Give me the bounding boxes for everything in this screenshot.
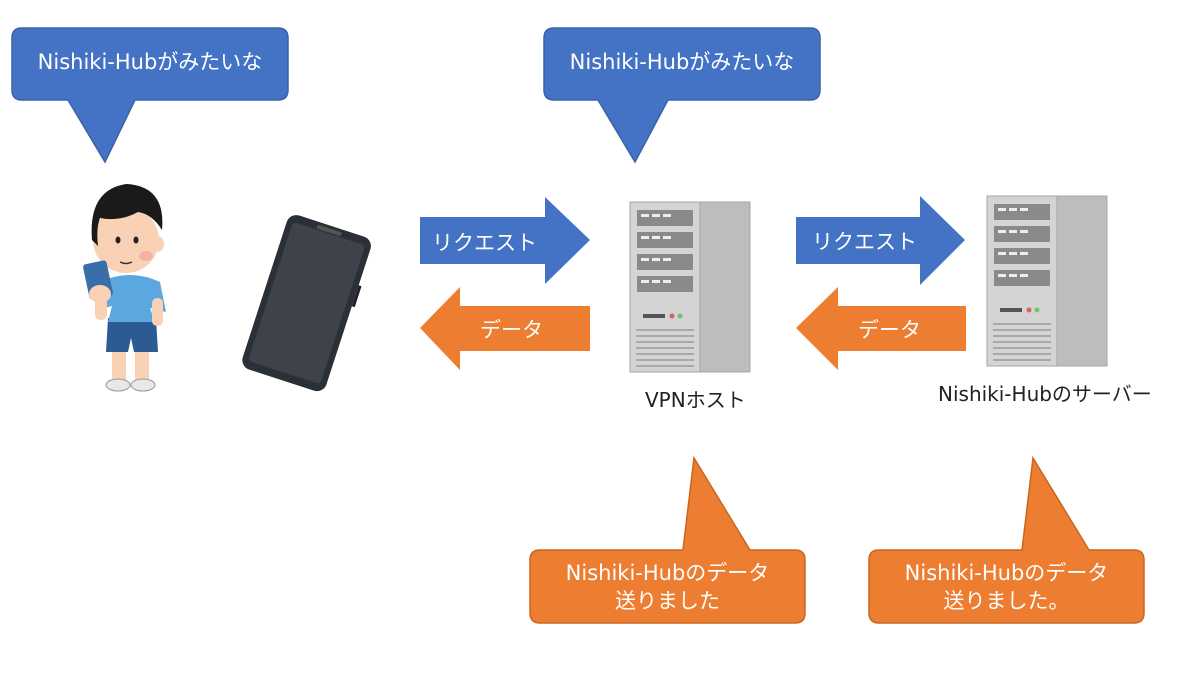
- server-reply-line-2: 送りました。: [943, 589, 1070, 613]
- data-arrow-1: [420, 287, 590, 370]
- request-arrow-1: [420, 197, 590, 284]
- data-arrow-2: [796, 287, 966, 370]
- nishiki-hub-server-label: Nishiki-Hubのサーバー: [938, 382, 1152, 406]
- server-reply-line-1: Nishiki-Hubのデータ: [904, 561, 1109, 585]
- vpn-reply-bubble: [529, 455, 806, 624]
- vpn-reply-text: Nishiki-Hubのデータ 送りました: [530, 559, 805, 615]
- user-thought-text: Nishiki-Hubがみたいな: [37, 50, 263, 74]
- vpn-host-label: VPNホスト: [645, 388, 746, 412]
- user-thought-bubble: [11, 27, 289, 164]
- request-arrow-1-label: リクエスト: [432, 231, 537, 255]
- vpn-reply-line-1: Nishiki-Hubのデータ: [565, 561, 770, 585]
- vpn-thought-text: Nishiki-Hubがみたいな: [569, 50, 795, 74]
- vpn-server-icon: [629, 201, 751, 373]
- boy-with-phone-icon: [83, 184, 166, 392]
- request-arrow-2: [796, 196, 965, 285]
- server-reply-text: Nishiki-Hubのデータ 送りました。: [869, 559, 1144, 615]
- vpn-reply-line-2: 送りました: [615, 589, 720, 613]
- data-arrow-2-label: データ: [858, 318, 921, 342]
- vpn-thought-bubble: [543, 27, 821, 164]
- data-arrow-1-label: データ: [480, 318, 543, 342]
- smartphone-icon: [242, 215, 371, 392]
- server-reply-bubble: [868, 455, 1145, 624]
- request-arrow-2-label: リクエスト: [812, 230, 917, 254]
- nishiki-hub-server-icon: [986, 195, 1108, 367]
